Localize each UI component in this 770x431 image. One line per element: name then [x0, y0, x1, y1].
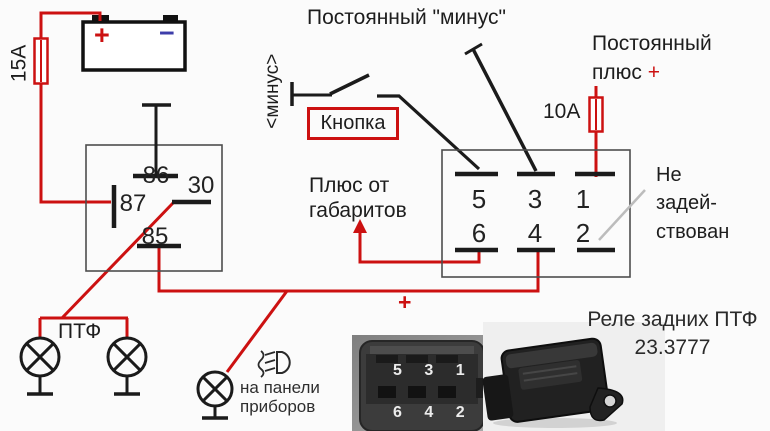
- relay-pin86-label: 86: [142, 162, 170, 189]
- relay-contacts: [111, 103, 211, 249]
- fog-lamps-label: ПТФ: [58, 320, 102, 343]
- wire-fuse-to-pin87: [39, 83, 111, 204]
- pin5-label: 5: [471, 184, 487, 214]
- mounting-hole: [603, 394, 617, 408]
- plus-sign: +: [647, 60, 660, 84]
- permanent-minus-label: Постоянный "минус": [307, 6, 506, 29]
- fuse-10a-label: 10A: [543, 100, 581, 123]
- connector-contact-bars: [455, 171, 615, 253]
- pin1-label: 1: [575, 184, 591, 214]
- button-label: Кнопка: [320, 112, 386, 134]
- fog-lamp-right: [106, 336, 148, 396]
- pin3-label: 3: [527, 184, 543, 214]
- wire-minus-to-pin3: [471, 48, 538, 172]
- fuse-15a-symbol: [33, 37, 49, 85]
- wire-bus-to-indicator: [225, 290, 289, 373]
- relay-pin30-label: 30: [187, 172, 215, 199]
- indicator-lamp: [196, 370, 234, 420]
- fuse-15a-label: 15A: [7, 44, 31, 83]
- battery-plus-label: +: [94, 20, 110, 50]
- relay-outline: [85, 144, 223, 272]
- wire-pin30-to-lamps: [60, 201, 175, 320]
- relay-pin87-label: 87: [119, 190, 147, 217]
- fog-lamp-left: [19, 336, 61, 396]
- fog-light-icon: [257, 350, 291, 378]
- minus-tag-label: <минус>: [261, 53, 283, 129]
- photo-bottom-row-numbers: 6 4 2: [393, 404, 474, 421]
- button-label-box: Кнопка: [307, 107, 399, 140]
- wire-battery-to-fuse: [39, 11, 102, 38]
- battery-symbol: [81, 15, 187, 72]
- connector-outline: [441, 149, 631, 278]
- pin6-label: 6: [471, 218, 487, 248]
- pin2-label: 2: [575, 218, 591, 248]
- relay-pin85-label: 85: [141, 223, 169, 250]
- pin4-label: 4: [527, 218, 543, 248]
- arrow-up-icon: [353, 219, 367, 233]
- photo-top-row-numbers: 5 3 1: [393, 362, 474, 379]
- wire-pin6-to-markers: [358, 231, 481, 264]
- permanent-minus-lead: [464, 42, 538, 172]
- fuse-10a-symbol: [588, 96, 604, 133]
- not-used-pointer-line: [598, 189, 646, 241]
- relay-photo: [482, 322, 665, 431]
- power-wires: [38, 11, 598, 373]
- wire-pin85-to-pin4: [157, 248, 540, 293]
- battery-minus-label: −: [159, 18, 175, 48]
- button-switch-symbol: [290, 73, 481, 171]
- bus-plus-label: +: [398, 289, 412, 315]
- switch-blade: [329, 73, 370, 96]
- fog-lamp-bus: [38, 316, 129, 339]
- wire-switch-to-pin5: [377, 94, 481, 171]
- minus-terminal-bar: [464, 42, 483, 56]
